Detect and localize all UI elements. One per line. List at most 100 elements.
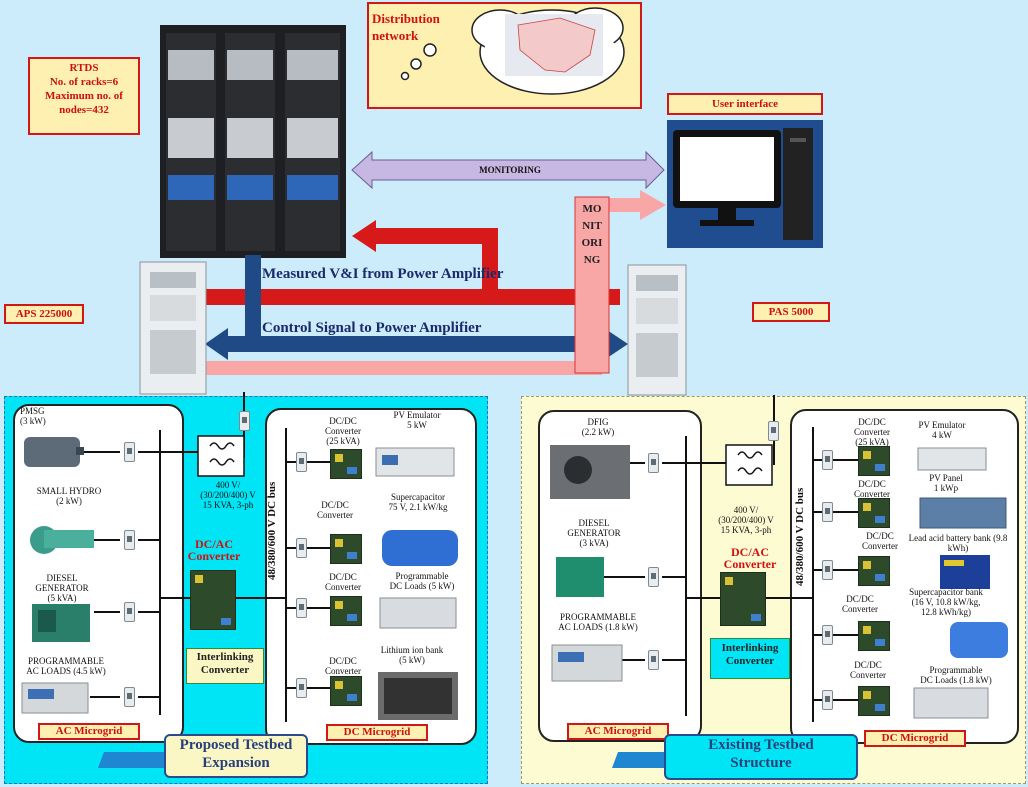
dcac-converter-proposed	[190, 570, 236, 630]
supercap-proposed-image	[382, 530, 458, 566]
rtds-nodes-value: nodes=432	[59, 104, 109, 116]
monitoring-double-arrow	[351, 150, 665, 190]
supercap-existing-image	[950, 622, 1008, 658]
breaker-tx-proposed	[239, 411, 250, 431]
ex-dcdc-converter-5	[858, 686, 890, 716]
breaker-ex-dc-5	[822, 690, 833, 710]
breaker-ac-hydro	[124, 530, 135, 550]
ac-loads-existing-label: PROGRAMMABLE AC LOADS (1.8 kW)	[558, 612, 638, 632]
pv-panel-image	[919, 497, 1007, 529]
dcdc-label-4: DC/DC Converter	[325, 656, 361, 676]
dcdc-converter-1	[330, 449, 362, 479]
breaker-ex-diesel	[648, 567, 659, 587]
breaker-ex-loads	[648, 650, 659, 670]
rtds-rack-image	[160, 25, 346, 258]
dfig-image	[550, 445, 630, 499]
acload-proposed-image	[21, 682, 89, 714]
dcac-converter-existing	[720, 572, 766, 626]
pv-panel-label: PV Panel 1 kWp	[929, 473, 963, 493]
transformer-proposed-label: 400 V/ (30/200/400) V 15 KVA, 3-ph	[200, 480, 256, 510]
dcdc-converter-4	[330, 676, 362, 706]
rtds-nodes-line: Maximum no. of	[45, 90, 123, 102]
user-interface-label: User interface	[667, 93, 823, 115]
ex-dcdc-converter-3	[858, 556, 890, 586]
dcdc-label-2: DC/DC Converter	[317, 500, 353, 520]
ex-dcdc-label-1: DC/DC Converter (25 kVA)	[854, 417, 890, 447]
breaker-dc-4	[296, 678, 307, 698]
interlinking-converter-existing: Interlinking Converter	[710, 638, 790, 679]
dcload-proposed-image	[379, 597, 457, 629]
diesel-generator-existing-label: DIESEL GENERATOR (3 kVA)	[567, 518, 621, 548]
breaker-dc-1	[296, 452, 307, 472]
monitoring-label-vertical: MONITORING	[581, 203, 603, 266]
existing-testbed-title: Existing Testbed Structure	[664, 734, 858, 780]
rtds-label-box: RTDS No. of racks=6 Maximum no. of nodes…	[28, 57, 140, 135]
dc-bus-label-existing: 48/380/600 V DC bus	[794, 487, 806, 586]
pv-emulator-proposed-image	[375, 447, 455, 477]
dcdc-label-3: DC/DC Converter	[325, 572, 361, 592]
diesel-proposed-image	[32, 604, 90, 642]
ac-microgrid-tag-proposed: AC Microgrid	[38, 723, 140, 740]
ex-dcdc-label-5: DC/DC Converter	[850, 660, 886, 680]
transformer-existing-label: 400 V/ (30/200/400) V 15 KVA, 3-ph	[718, 505, 774, 535]
breaker-dc-3	[296, 598, 307, 618]
distribution-frame	[367, 2, 642, 109]
rtds-racks: No. of racks=6	[49, 76, 119, 88]
breaker-dc-2	[296, 538, 307, 558]
pmsg-image	[24, 437, 84, 467]
pas-label: PAS 5000	[752, 302, 830, 322]
computer-image	[667, 120, 823, 248]
distribution-cloud	[400, 7, 625, 95]
breaker-ex-dfig	[648, 453, 659, 473]
transformer-existing	[725, 444, 773, 486]
breaker-ac-loads	[124, 687, 135, 707]
hydro-image	[30, 526, 94, 554]
diesel-existing-image	[556, 557, 604, 597]
breaker-ex-dc-3	[822, 560, 833, 580]
ex-dcdc-label-4: DC/DC Converter	[842, 594, 878, 614]
dcac-label-existing: DC/AC Converter	[723, 545, 777, 571]
pas-cabinet-image	[627, 264, 687, 396]
breaker-ex-dc-2	[822, 502, 833, 522]
aps-label: APS 225000	[4, 304, 84, 324]
breaker-tx-existing	[768, 421, 779, 441]
proposed-testbed-title: Proposed Testbed Expansion	[164, 734, 308, 778]
rtds-title: RTDS	[69, 62, 99, 74]
dc-microgrid-tag-existing: DC Microgrid	[864, 730, 966, 747]
dfig-label: DFIG (2.2 kW)	[581, 417, 615, 437]
breaker-ex-dc-1	[822, 450, 833, 470]
pv-emulator-existing-image	[917, 447, 987, 471]
dcdc-converter-3	[330, 596, 362, 626]
ex-dcdc-converter-4	[858, 621, 890, 651]
interlinking-converter-proposed: Interlinking Converter	[186, 648, 264, 684]
dcload-existing-label: Programmable DC Loads (1.8 kW)	[920, 665, 992, 685]
supercap-proposed-label: Supercapacitor 75 V, 2.1 kW/kg	[388, 492, 448, 512]
ex-dcdc-converter-1	[858, 446, 890, 476]
aps-cabinet-image	[139, 261, 207, 395]
dcdc-converter-2	[330, 534, 362, 564]
ex-dcdc-label-3: DC/DC Converter	[862, 531, 898, 551]
small-hydro-label: SMALL HYDRO (2 kW)	[36, 486, 102, 506]
diesel-generator-proposed-label: DIESEL GENERATOR (5 kVA)	[35, 573, 89, 603]
supercap-existing-label: Supercapacitor bank (16 V, 10.8 kW/kg, 1…	[909, 587, 983, 617]
li-bank-image	[378, 672, 458, 720]
pv-emulator-existing-label: PV Emulator 4 kW	[918, 420, 966, 440]
battery-image	[940, 555, 990, 589]
measured-label: Measured V&I from Power Amplifier	[262, 266, 504, 282]
dcload-proposed-label: Programmable DC Loads (5 kW)	[389, 571, 455, 591]
breaker-ex-dc-4	[822, 625, 833, 645]
ac-microgrid-tag-existing: AC Microgrid	[567, 723, 669, 740]
breaker-ac-pmsg	[124, 442, 135, 462]
dcac-label-proposed: DC/AC Converter	[187, 537, 241, 563]
dcdc-label-1: DC/DC Converter (25 kVA)	[325, 416, 361, 446]
li-bank-label: Lithium ion bank (5 kW)	[380, 645, 444, 665]
breaker-ac-diesel	[124, 602, 135, 622]
ex-dcdc-converter-2	[858, 498, 890, 528]
pv-emulator-proposed-label: PV Emulator 5 kW	[393, 410, 441, 430]
monitoring-label-horizontal: MONITORING	[479, 165, 541, 175]
dc-microgrid-tag-proposed: DC Microgrid	[326, 724, 428, 741]
dc-bus-label-proposed: 48/380/600 V DC bus	[266, 481, 278, 580]
ex-dcdc-label-2: DC/DC Converter	[854, 479, 890, 499]
